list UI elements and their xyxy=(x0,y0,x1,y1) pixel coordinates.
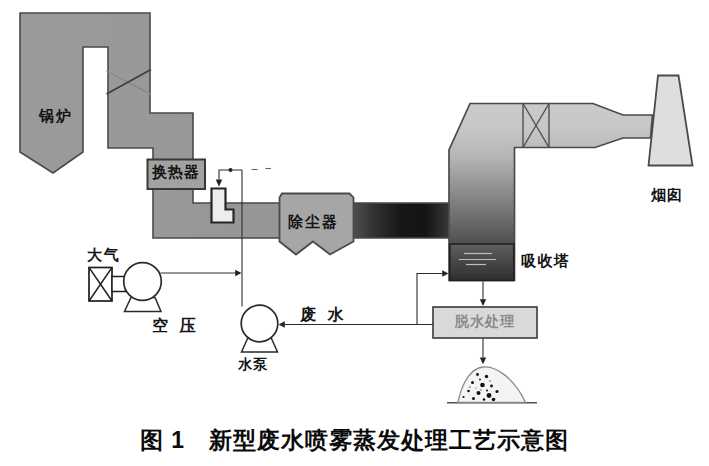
air-damper-icon xyxy=(89,268,126,302)
chimney xyxy=(649,76,693,166)
wastewater-label: 废 水 xyxy=(300,307,343,323)
water-pump-label: 水泵 xyxy=(238,357,268,371)
chimney-label: 烟囱 xyxy=(651,187,683,202)
air-compressor-label: 空 压 xyxy=(152,318,195,334)
boiler-label: 锅炉 xyxy=(39,108,73,123)
dashes xyxy=(252,169,272,170)
boiler-and-flue-duct xyxy=(20,13,449,238)
atmosphere-label: 大气 xyxy=(87,247,121,262)
dust-collector-label: 除尘器 xyxy=(288,214,339,229)
junction-dot xyxy=(229,168,233,172)
heat-exchanger-label: 换热器 xyxy=(147,164,205,179)
air-compressor-pump xyxy=(124,263,162,312)
dewatering-label: 脱水处理 xyxy=(433,314,537,328)
figure-caption: 图 1 新型废水喷雾蒸发处理工艺示意图 xyxy=(0,425,709,456)
absorber-tower-label: 吸收塔 xyxy=(521,253,571,268)
tower-sump xyxy=(450,244,514,281)
water-pump-icon xyxy=(241,305,278,352)
